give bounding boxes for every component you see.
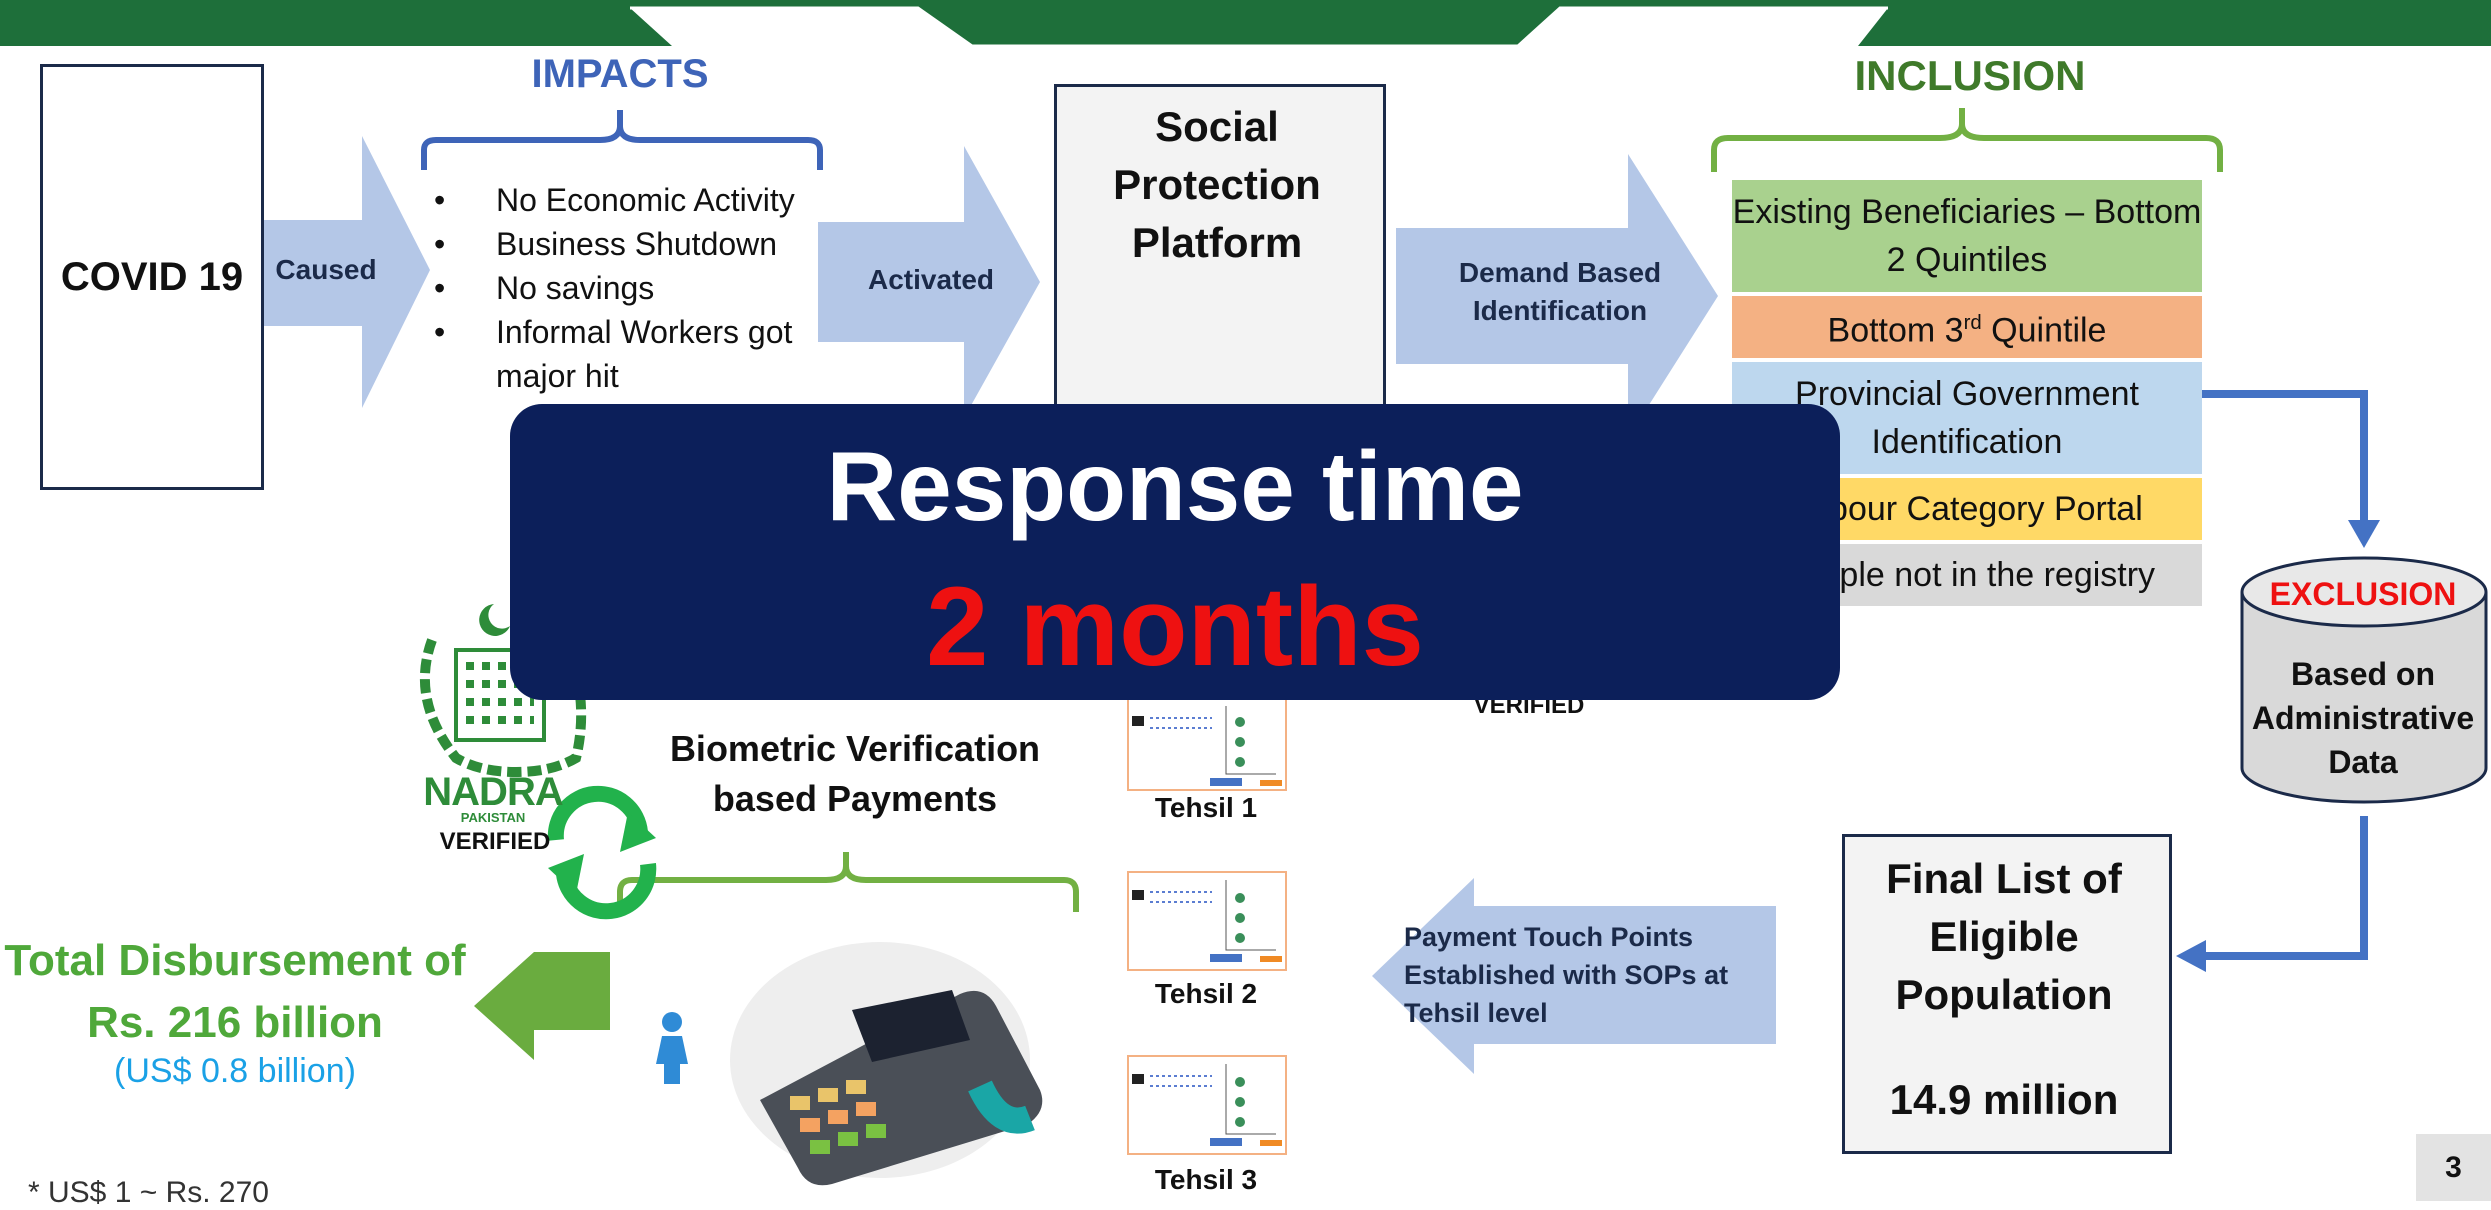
provincial-connector-head xyxy=(2348,520,2380,548)
nadra-name: NADRA xyxy=(423,770,563,814)
activated-arrow xyxy=(818,146,1040,418)
final-list-value: 14.9 million xyxy=(1889,1076,2119,1123)
tehsil-2-label: Tehsil 2 xyxy=(1154,978,1258,1009)
exclusion-cylinder xyxy=(2240,556,2488,804)
caused-label: Caused xyxy=(275,254,377,285)
nadra-country: PAKISTAN xyxy=(460,810,526,825)
tehsil-1-label: Tehsil 1 xyxy=(1154,792,1258,823)
final-list-box xyxy=(1842,834,2172,1154)
inclusion-row-existing: Existing Beneficiaries – Bottom 2 Quinti… xyxy=(1732,180,2202,292)
impacts-title: IMPACTS xyxy=(531,52,709,96)
inclusion-title: INCLUSION xyxy=(1854,52,2086,99)
platform-title: Social Protection Platform xyxy=(1113,103,1321,266)
payment-label: Payment Touch Points Established with SO… xyxy=(1404,922,1729,1028)
footnote: * US$ 1 ~ Rs. 270 xyxy=(28,1176,269,1209)
impacts-list: No Economic Activity Business Shutdown N… xyxy=(430,178,810,398)
caused-arrow xyxy=(234,136,430,408)
exclusion-body: Based on Administrative Data xyxy=(2251,656,2475,780)
header-band xyxy=(0,0,2491,46)
nadra-verified: VERIFIED xyxy=(439,828,551,855)
pos-terminal-icon xyxy=(730,942,1043,1186)
bottom3-label: Bottom 3rd Quintile xyxy=(1827,311,2107,350)
total-disbursement-usd: (US$ 0.8 billion) xyxy=(114,1052,356,1090)
covid-box: COVID 19 xyxy=(40,64,264,490)
total-disbursement-title: Total Disbursement of Rs. 216 billion xyxy=(4,936,466,1047)
inclusion-row-bottom3: Bottom 3rd Quintile xyxy=(1732,296,2202,358)
covid-label: COVID 19 xyxy=(60,254,244,299)
exclusion-title: EXCLUSION xyxy=(2269,576,2457,612)
tehsil-thumbnail-2 xyxy=(1127,871,1287,971)
tehsil-thumbnail-1 xyxy=(1127,697,1287,791)
tehsil-3-label: Tehsil 3 xyxy=(1154,1164,1258,1195)
total-arrow xyxy=(474,952,610,1060)
impact-item: Informal Workers got major hit xyxy=(430,310,810,398)
response-time-overlay xyxy=(510,404,1840,700)
provincial-connector xyxy=(2202,390,2368,528)
inclusion-brace xyxy=(1711,108,2223,172)
response-time-title: Response time xyxy=(826,431,1524,541)
header-wave xyxy=(630,6,1888,48)
biometric-brace xyxy=(617,852,1079,912)
demand-label: Demand Based Identification xyxy=(1458,257,1662,326)
person-icon xyxy=(656,1012,688,1084)
impacts-brace xyxy=(421,110,823,170)
final-list-title: Final List of Eligible Population xyxy=(1886,855,2122,1018)
demand-arrow xyxy=(1396,154,1718,438)
impact-item: No Economic Activity xyxy=(430,178,810,222)
page-number-label: 3 xyxy=(2445,1150,2462,1184)
sync-icon xyxy=(547,785,657,920)
biometric-title: Biometric Verification based Payments xyxy=(669,728,1041,819)
page-number: 3 xyxy=(2416,1134,2491,1201)
payment-arrow xyxy=(1372,878,1776,1074)
impact-item: Business Shutdown xyxy=(430,222,810,266)
activated-label: Activated xyxy=(867,264,995,295)
exclusion-connector xyxy=(2196,816,2368,960)
response-time-value: 2 months xyxy=(926,564,1424,689)
exclusion-connector-head xyxy=(2176,940,2206,972)
impact-item: No savings xyxy=(430,266,810,310)
tehsil-thumbnail-3 xyxy=(1127,1055,1287,1155)
